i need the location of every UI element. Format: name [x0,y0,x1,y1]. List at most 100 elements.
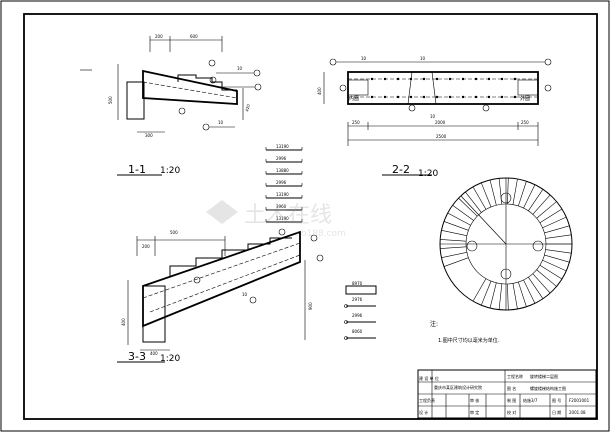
dim22-n10c: 10 [430,114,436,119]
dim22-250l: 250 [352,120,360,125]
dim-top-b: 600 [190,34,198,39]
inner-ring-label: 内圈 [349,95,359,102]
stair-tread [452,204,474,221]
rebar-length: 2996 [352,313,363,318]
stair-tread [536,201,557,219]
tb-design: 设 计 [419,409,428,415]
stair-tread [443,221,469,231]
stair-tread [507,283,509,310]
column-circle [466,240,478,252]
stair-tread [528,189,544,212]
rebar-item: 2976 [344,297,376,308]
section-1-1-label: 1-1 [128,163,146,176]
stair-tread [440,239,467,242]
stair-tread [443,257,469,267]
stair-tread [465,191,482,213]
stair-tread [441,229,467,236]
rebar-item: 3960 [265,204,303,211]
stair-tread [545,249,572,254]
stair-tread [447,212,471,226]
rebar-length: 3960 [276,204,287,209]
stair-tread [512,283,518,310]
dim-top-a: 200 [155,34,163,39]
column-circle [532,240,544,252]
dim22-250r: 250 [521,120,529,125]
stair-tread [539,264,563,280]
dim22-2000: 2000 [435,120,446,125]
tb-approve: 审 定 [470,409,479,415]
rebar-item: 13190 [265,144,303,151]
stair-tread [507,178,509,205]
stair-tread [523,184,536,209]
dim33-bottom: 400 [150,351,158,356]
rebar-length: 8970 [352,281,363,286]
stair-tread [542,259,567,272]
stair-tread [489,179,497,206]
stair-tread [536,269,557,287]
note-line1: 1.图中尺寸均以毫米为单位. [438,337,500,344]
dim-n10a: 10 [237,66,243,71]
watermark-cn: 土木在线 [244,203,332,228]
outer-ring-label: 外圈 [520,95,530,102]
section-3-3-scale: 1:20 [160,354,180,364]
tb-no-label: 图 号 [552,397,561,403]
rebar-item: 2996 [265,180,303,187]
stair-tread [528,276,544,299]
tb-chief: 工程负责 [419,397,435,403]
dim22-n10a: 10 [361,56,367,61]
dim-n10b: 10 [218,120,224,125]
rebar-item: 13880 [265,168,303,175]
tb-date-label: 日 期 [552,409,561,415]
stair-tread [441,252,467,259]
dim22-total: 2500 [436,134,447,139]
section-2-2-label: 2-2 [392,163,410,176]
stair-tread [480,182,492,208]
stair-tread [544,254,570,263]
stair-tread [532,273,551,294]
stair-tread [545,234,572,239]
tb-no-value: 结施3/7 [523,397,538,403]
dim33-n10: 10 [242,292,248,297]
tb-ver-value: F2001001 [569,398,590,403]
dim33-left: 400 [121,318,126,326]
stair-tread [523,279,536,304]
title-block: 建 设 单 位 重庆市某区建筑设计研究院 工程名称 旋转楼梯二层图 图 名 螺旋… [417,369,597,419]
dim-side: 500 [108,96,113,104]
watermark-url: co188.com [296,229,346,239]
rebar-length: 13880 [276,168,289,173]
dim22-n10b: 10 [420,56,426,61]
dim-bottom: 300 [145,133,153,138]
stair-tread [518,181,527,207]
inner-frame [23,13,598,420]
stair-tread [458,197,478,217]
rebar-schedule-2: 8970 2976 2996 8060 [344,281,377,340]
rebar-length: 2996 [276,156,287,161]
section-1-1: 200 600 500 420 300 10 10 1-1 1:20 [80,34,262,176]
radius-line [460,195,507,245]
section-3-3: 200 500 400 900 400 10 3-3 1:20 [117,228,324,364]
stair-tread [539,208,563,224]
spiral-stair-plan [439,177,573,311]
stair-tread [544,225,570,234]
tb-check: 审 核 [470,397,479,403]
rebar-item: 13190 [265,192,303,199]
stair-tread [512,178,518,205]
section-1-1-scale: 1:20 [160,166,180,176]
dim33-top-b: 500 [170,230,178,235]
watermark: 土木在线 co188.com [206,200,346,239]
stair-tread [480,280,492,306]
rebar-item: 8060 [344,329,376,340]
stair-tread [518,281,527,307]
section-2-2-scale: 1:20 [418,169,438,179]
tb-project-name: 旋转楼梯二层图 [530,373,558,379]
section-3-3-label: 3-3 [128,350,146,363]
note-head: 注: [430,320,438,328]
rebar-length: 2996 [276,180,287,185]
tb-drawing-name: 螺旋楼梯结构施工图 [530,385,566,391]
rebar-length: 13190 [276,192,289,197]
dim33-mid: 900 [308,302,313,310]
stair-tread [542,216,567,229]
tb-owner: 建 设 单 位 [419,375,439,381]
